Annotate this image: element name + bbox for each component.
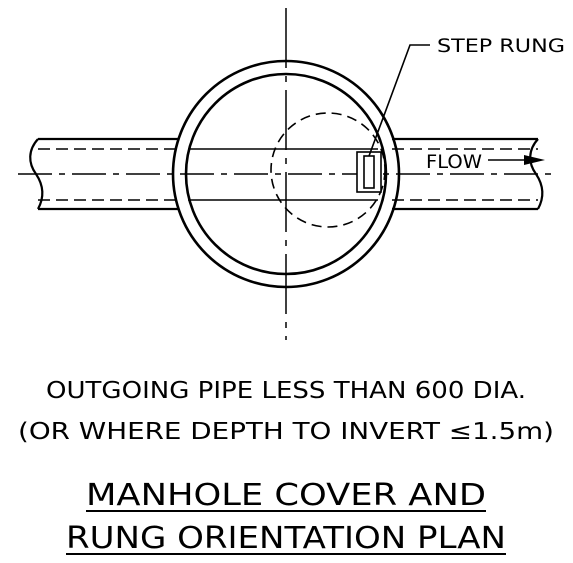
- flow-arrow: [488, 155, 545, 165]
- manhole-cover-opening: [270, 112, 386, 228]
- manhole-outer-wall: [171, 59, 401, 289]
- manhole-inner-wall: [184, 72, 388, 276]
- title-line-1: MANHOLE COVER AND: [86, 478, 486, 513]
- step-rung: [356, 151, 382, 193]
- note-line-1: OUTGOING PIPE LESS THAN 600 DIA.: [46, 378, 526, 404]
- incoming-pipe-left: [29, 137, 178, 211]
- note-line-2: (OR WHERE DEPTH TO INVERT ≤1.5m): [18, 419, 554, 445]
- step-rung-label: STEP RUNG: [437, 35, 565, 57]
- step-rung-leader: [368, 44, 430, 157]
- pipe-through-chamber: [188, 148, 378, 201]
- flow-label: FLOW: [426, 151, 482, 173]
- title-line-2: RUNG ORIENTATION PLAN: [66, 521, 506, 556]
